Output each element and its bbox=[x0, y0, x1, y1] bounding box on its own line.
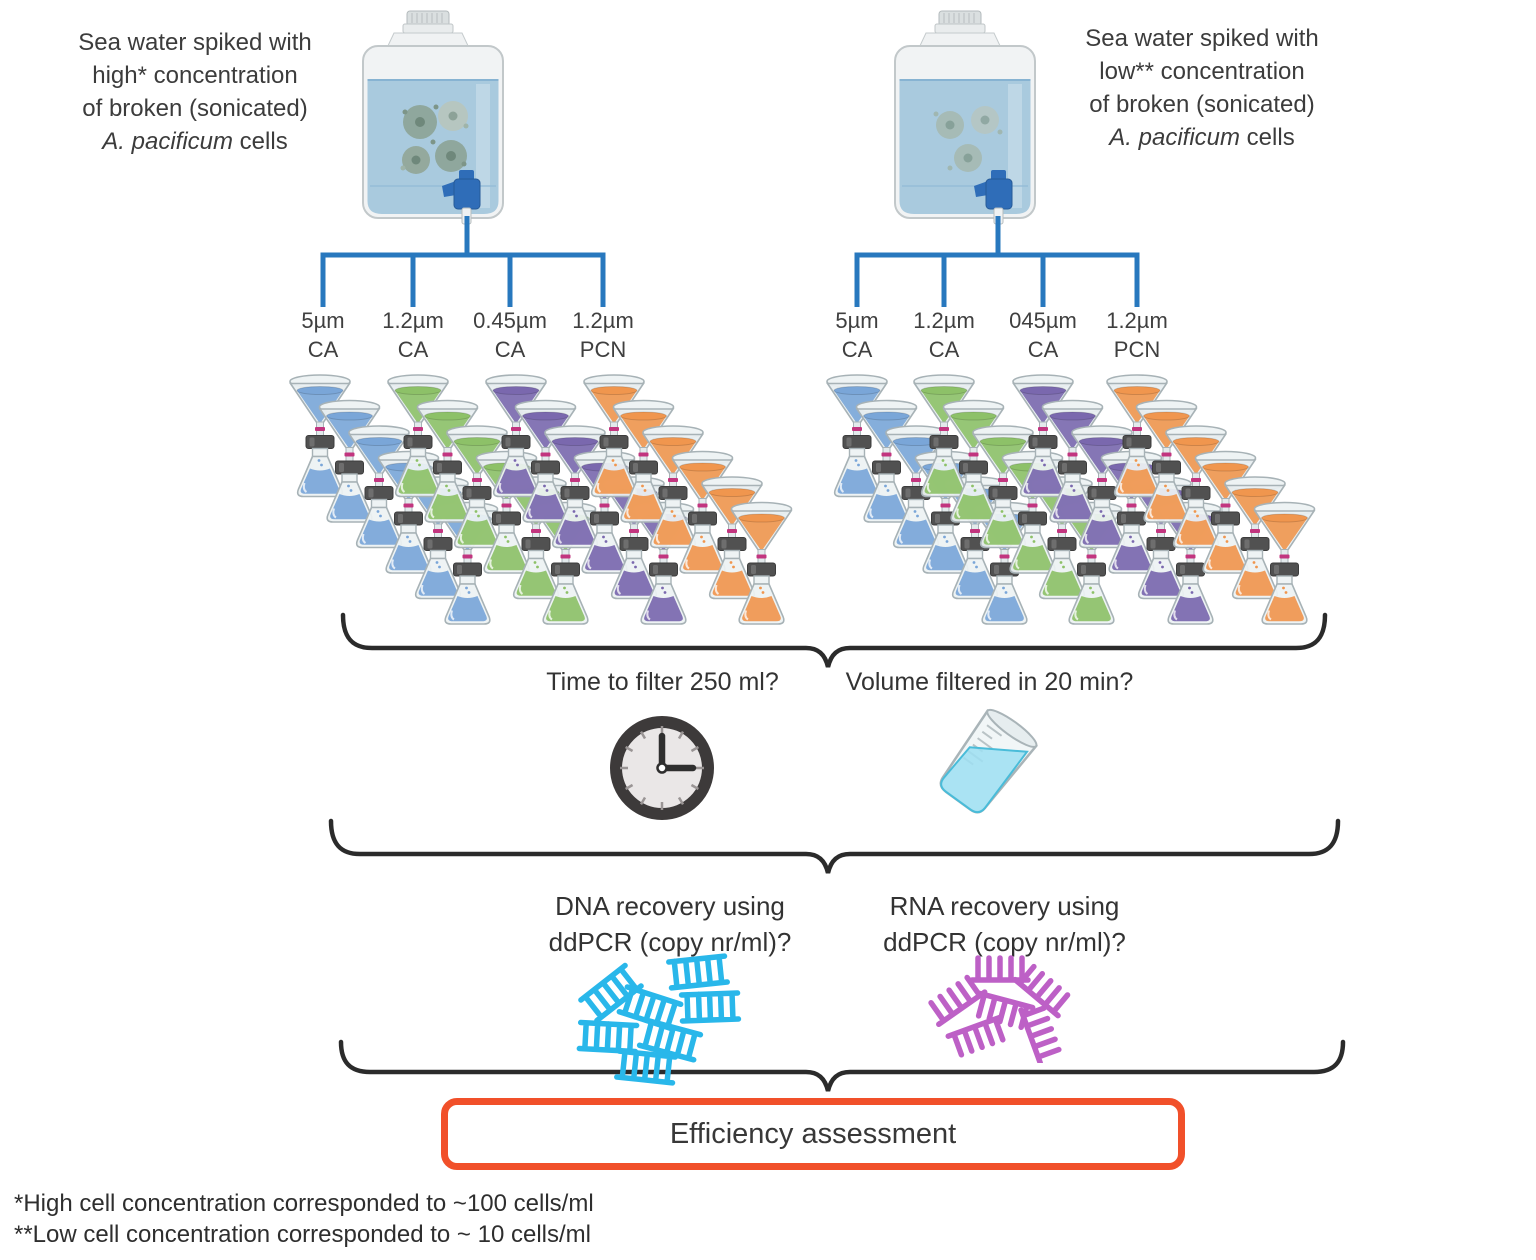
manifold-left-lines bbox=[320, 216, 606, 307]
question-time: Time to filter 250 ml? bbox=[546, 668, 779, 696]
caption-line: A. pacificum cells bbox=[1040, 121, 1364, 154]
caption-suffix: cells bbox=[233, 128, 288, 155]
caption-line: Sea water spiked with bbox=[78, 29, 312, 56]
question-rna: RNA recovery using ddPCR (copy nr/ml)? bbox=[832, 888, 1177, 960]
question-line: ddPCR (copy nr/ml)? bbox=[883, 927, 1126, 957]
filter-pore-size: 5µm bbox=[301, 308, 345, 333]
caption-line: low** concentration bbox=[1099, 58, 1305, 85]
manifold-right-lines bbox=[854, 216, 1140, 307]
caption-line: Sea water spiked with bbox=[1085, 25, 1319, 52]
question-dna: DNA recovery using ddPCR (copy nr/ml)? bbox=[500, 888, 840, 960]
brace-recovery bbox=[338, 1039, 1346, 1092]
filter-pore-size: 5µm bbox=[835, 308, 879, 333]
filter-membrane-type: CA bbox=[307, 337, 339, 362]
carboy-bottle-icon bbox=[362, 10, 504, 225]
filter-pore-size: 1.2µm bbox=[382, 308, 444, 333]
funnel-flask-stack-icon bbox=[582, 374, 793, 625]
caption-line: of broken (sonicated) bbox=[1089, 91, 1315, 118]
species-name: A. pacificum bbox=[102, 128, 234, 155]
caption-line: of broken (sonicated) bbox=[82, 95, 308, 122]
filter-membrane-type: CA bbox=[397, 337, 429, 362]
carboy-bottle-icon bbox=[894, 10, 1036, 225]
filter-pore-size: 045µm bbox=[1009, 308, 1077, 333]
filter-membrane-type: CA bbox=[841, 337, 873, 362]
question-line: DNA recovery using bbox=[555, 891, 785, 921]
efficiency-assessment-box: Efficiency assessment bbox=[441, 1098, 1185, 1170]
caption-suffix: cells bbox=[1240, 124, 1295, 151]
filter-pore-size: 1.2µm bbox=[572, 308, 634, 333]
footnotes: *High cell concentration corresponded to… bbox=[14, 1188, 594, 1250]
dna-fragments-icon bbox=[568, 945, 783, 1095]
question-line: RNA recovery using bbox=[889, 891, 1120, 921]
filter-membrane-type: CA bbox=[494, 337, 526, 362]
filter-membrane-type: PCN bbox=[579, 337, 627, 362]
filter-pore-size: 0.45µm bbox=[473, 308, 547, 333]
filter-pore-size: 1.2µm bbox=[913, 308, 975, 333]
question-line: ddPCR (copy nr/ml)? bbox=[548, 927, 792, 957]
carboy-low-icon bbox=[890, 10, 1040, 228]
filter-membrane-type: PCN bbox=[1113, 337, 1161, 362]
funnel-flask-stack-icon bbox=[1105, 374, 1316, 625]
filter-pore-size: 1.2µm bbox=[1106, 308, 1168, 333]
funnel-flask-stack-icon bbox=[484, 374, 695, 625]
caption-line: high* concentration bbox=[92, 62, 298, 89]
carboy-high-icon bbox=[358, 10, 508, 228]
filter-membrane-type: CA bbox=[1027, 337, 1059, 362]
beaker-icon bbox=[939, 708, 1038, 814]
footnote-high: *High cell concentration corresponded to… bbox=[14, 1190, 594, 1217]
filter-replicates-group bbox=[579, 372, 799, 634]
filter-membrane-type: CA bbox=[928, 337, 960, 362]
caption-high-concentration: Sea water spiked with high* concentratio… bbox=[35, 26, 355, 158]
question-volume: Volume filtered in 20 min? bbox=[845, 668, 1134, 696]
funnel-flask-stack-icon bbox=[288, 374, 499, 625]
filter-replicates-group bbox=[1102, 372, 1322, 634]
clock-icon bbox=[610, 716, 714, 820]
brace-measurement bbox=[328, 818, 1341, 874]
filter-replicates-group bbox=[481, 372, 701, 634]
filter-replicates-group bbox=[285, 372, 505, 634]
footnote-low: **Low cell concentration corresponded to… bbox=[14, 1221, 591, 1248]
efficiency-assessment-label: Efficiency assessment bbox=[669, 1117, 957, 1150]
species-name: A. pacificum bbox=[1109, 124, 1241, 151]
rna-fragments-icon bbox=[928, 948, 1083, 1063]
caption-low-concentration: Sea water spiked with low** concentratio… bbox=[1040, 22, 1364, 154]
caption-line: A. pacificum cells bbox=[35, 125, 355, 158]
